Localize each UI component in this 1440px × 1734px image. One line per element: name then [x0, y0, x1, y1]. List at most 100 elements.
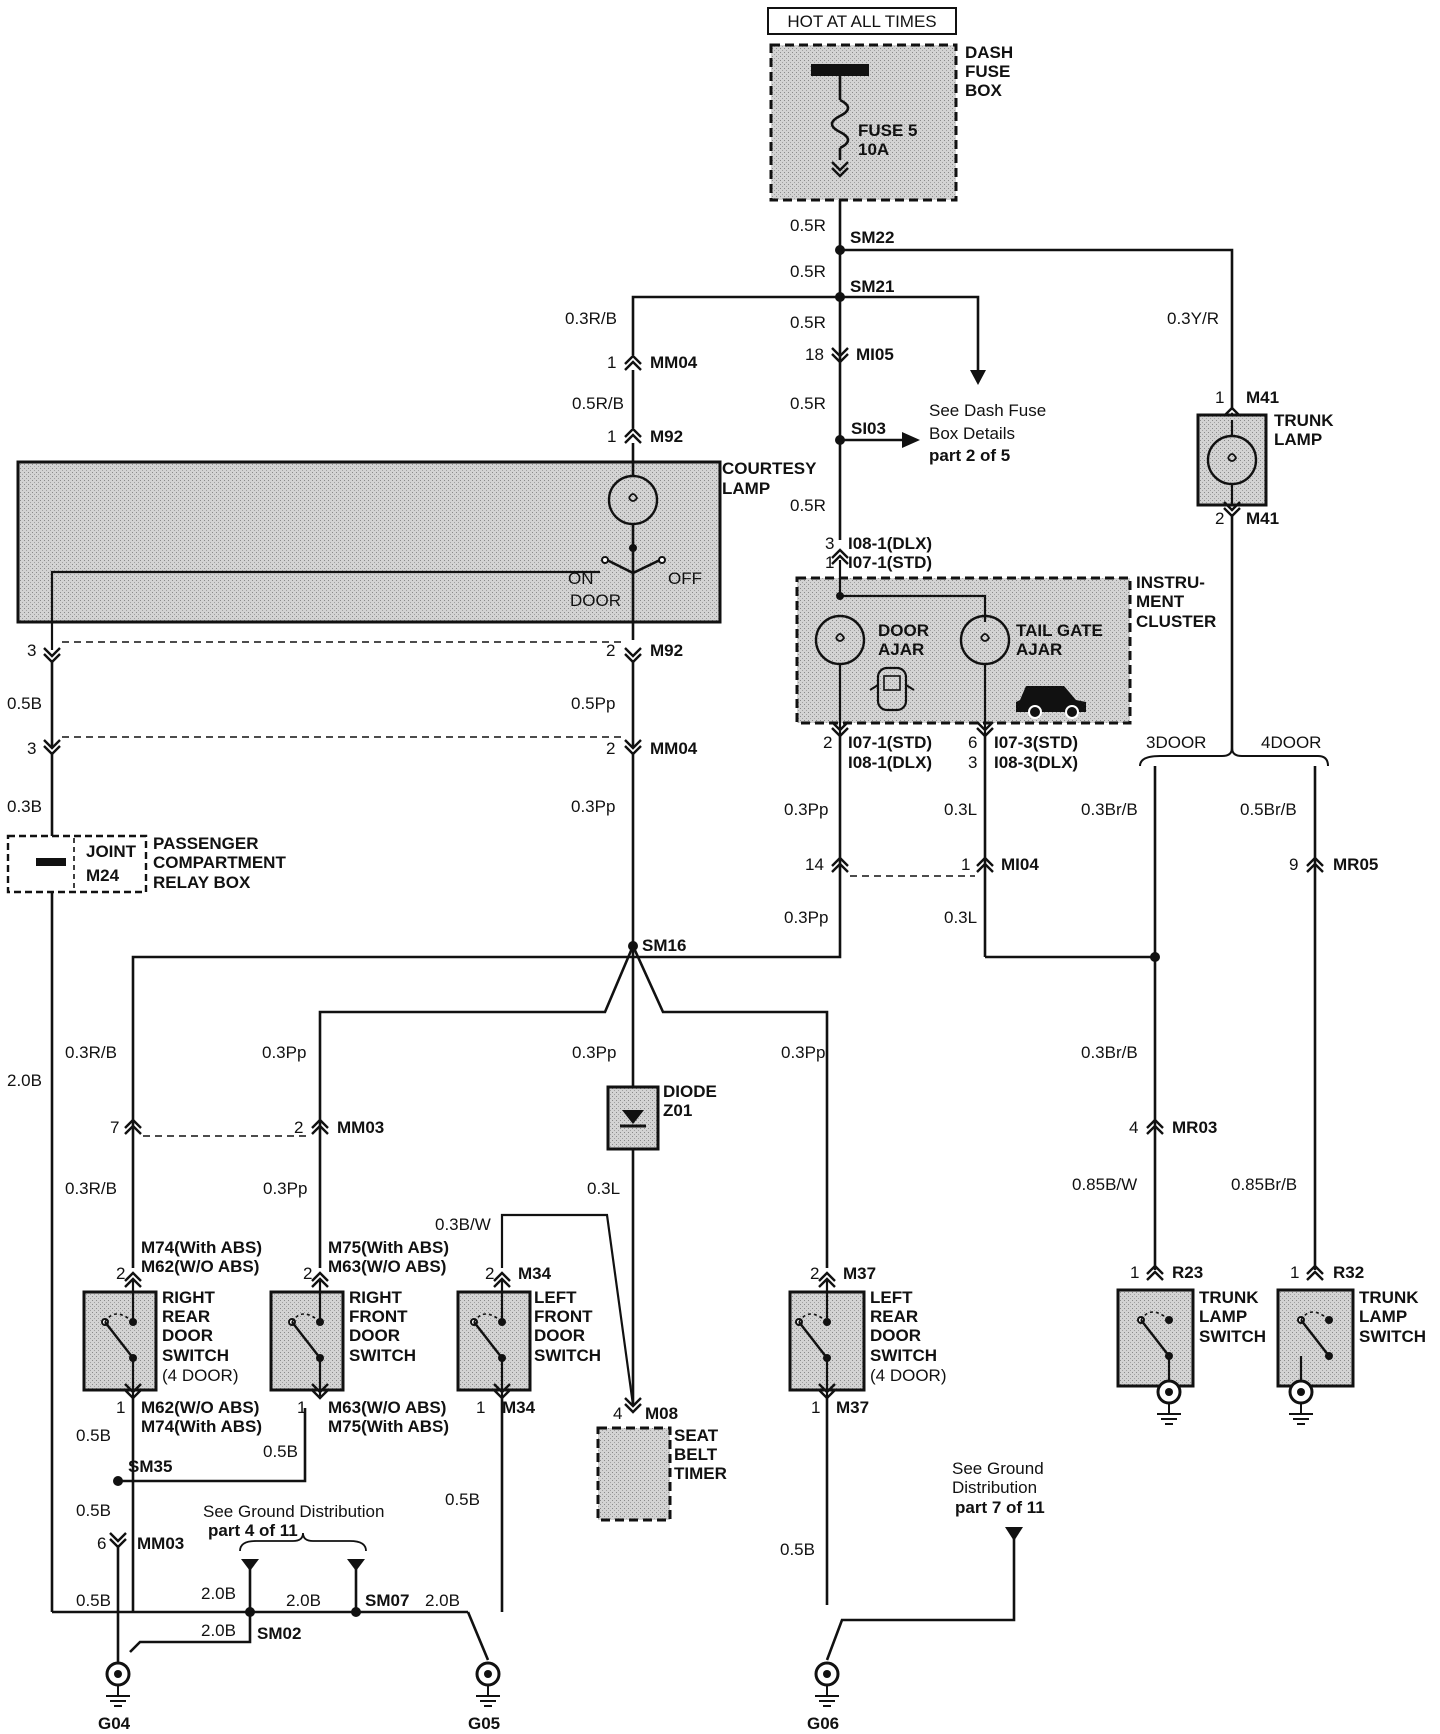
wire-label: 0.3Pp	[571, 797, 615, 816]
rr-switch-label-3: DOOR	[162, 1326, 213, 1345]
wire-label: 0.5R	[790, 496, 826, 515]
connector-m41-top: M41	[1246, 388, 1279, 407]
wire-label: 0.3B	[7, 797, 42, 816]
variant-3door: 3DOOR	[1146, 733, 1206, 752]
seat-belt-timer-label-1: SEAT	[674, 1426, 719, 1445]
connector-m75-top: M75(With ABS)	[328, 1238, 449, 1257]
connector-mi04: MI04	[1001, 855, 1039, 874]
pin-label: 1	[961, 855, 970, 874]
trunk-switch-label-a1: TRUNK	[1199, 1288, 1259, 1307]
pin-label: 1	[297, 1398, 306, 1417]
wire-label: 2.0B	[201, 1621, 236, 1640]
connector-m74-top: M74(With ABS)	[141, 1238, 262, 1257]
wire-label: 0.85Br/B	[1231, 1175, 1297, 1194]
lr-switch-label-4: SWITCH	[870, 1346, 937, 1365]
wire-label: 0.3Br/B	[1081, 800, 1138, 819]
wire-label: 0.5B	[445, 1490, 480, 1509]
rf-switch-label-4: SWITCH	[349, 1346, 416, 1365]
pin-label: 6	[968, 733, 977, 752]
pin-label: 2	[1215, 509, 1224, 528]
connector-m63-bottom: M63(W/O ABS)	[328, 1398, 446, 1417]
ground-g04-label: G04	[98, 1714, 131, 1733]
pin-label: 2	[485, 1264, 494, 1283]
pin-label: 2	[823, 733, 832, 752]
connector-mr05: MR05	[1333, 855, 1378, 874]
connector-m92-top: M92	[650, 427, 683, 446]
wire-label: 0.5B	[7, 694, 42, 713]
wire-label: 0.3R/B	[565, 309, 617, 328]
ground-ref-arrow-c	[1005, 1527, 1023, 1541]
wire-label: 2.0B	[201, 1584, 236, 1603]
dash-fuse-ref-part: part 2 of 5	[929, 446, 1010, 465]
fuse-busbar	[811, 64, 869, 76]
pin-label: 1	[116, 1398, 125, 1417]
pin-label: 3	[968, 753, 977, 772]
wire-label: 0.5Br/B	[1240, 800, 1297, 819]
connector-m62-top: M62(W/O ABS)	[141, 1257, 259, 1276]
courtesy-lamp-on-label: ON	[568, 569, 594, 588]
wire-label: 0.3Pp	[781, 1043, 825, 1062]
ground-g06-icon	[813, 1661, 841, 1708]
trunk-lamp-label-1: TRUNK	[1274, 411, 1334, 430]
dash-fuse-box-label-2: FUSE	[965, 62, 1010, 81]
arrow-dash-fuse	[970, 370, 986, 385]
wire-label: 2.0B	[7, 1071, 42, 1090]
dash-fuse-ref-2: Box Details	[929, 424, 1015, 443]
seat-belt-timer-label-3: TIMER	[674, 1464, 727, 1483]
wire-label: 0.5B	[263, 1442, 298, 1461]
diode-label-1: DIODE	[663, 1082, 717, 1101]
courtesy-lamp-off-label: OFF	[668, 569, 702, 588]
wire-label: 0.3R/B	[65, 1179, 117, 1198]
car-icon	[1016, 686, 1086, 719]
lf-switch-label-2: FRONT	[534, 1307, 593, 1326]
pin-label: 14	[805, 855, 824, 874]
variant-4door: 4DOOR	[1261, 733, 1321, 752]
connector-m37-bottom: M37	[836, 1398, 869, 1417]
ground-ref-arrow-b	[347, 1559, 365, 1571]
rf-switch-label-1: RIGHT	[349, 1288, 403, 1307]
dash-fuse-ref-1: See Dash Fuse	[929, 401, 1046, 420]
pin-label: 2	[606, 641, 615, 660]
relay-box-label-3: RELAY BOX	[153, 873, 251, 892]
wire-label: 0.5B	[76, 1501, 111, 1520]
pin-label: 1	[607, 427, 616, 446]
lr-switch-label-3: DOOR	[870, 1326, 921, 1345]
connector-mr03: MR03	[1172, 1118, 1217, 1137]
hot-at-all-times-label: HOT AT ALL TIMES	[787, 12, 936, 31]
arrow-si03	[902, 432, 920, 448]
splice-si03-label: SI03	[851, 419, 886, 438]
wire-label: 0.5R	[790, 216, 826, 235]
wire-label: 0.3Y/R	[1167, 309, 1219, 328]
wire-label: 0.85B/W	[1072, 1175, 1137, 1194]
cluster-label-2: MENT	[1136, 592, 1185, 611]
trunk-switch-label-b1: TRUNK	[1359, 1288, 1419, 1307]
ground-dist-ref-b-2: Distribution	[952, 1478, 1037, 1497]
courtesy-lamp-label-2: LAMP	[722, 479, 770, 498]
variant-brace	[1139, 747, 1329, 767]
rr-switch-label-5: (4 DOOR)	[162, 1366, 239, 1385]
ground-ref-arrow-a	[241, 1559, 259, 1571]
relay-box-label-1: PASSENGER	[153, 834, 259, 853]
wire-label: 0.3Pp	[572, 1043, 616, 1062]
trunk-switch-label-b2: LAMP	[1359, 1307, 1407, 1326]
wire-label: 0.3Br/B	[1081, 1043, 1138, 1062]
connector-r23: R23	[1172, 1263, 1203, 1282]
trunk-lamp-label-2: LAMP	[1274, 430, 1322, 449]
lr-switch-label-1: LEFT	[870, 1288, 913, 1307]
wire-label: 0.5R	[790, 394, 826, 413]
pin-label: 6	[97, 1534, 106, 1553]
connector-m92-bottom: M92	[650, 641, 683, 660]
joint-m24-box	[6, 834, 148, 894]
trunk-switch-label-b3: SWITCH	[1359, 1327, 1426, 1346]
pin-label: 1	[825, 553, 834, 572]
wire-label: 2.0B	[286, 1591, 321, 1610]
rr-switch-label-4: SWITCH	[162, 1346, 229, 1365]
connector-i08-1-bottom: I08-1(DLX)	[848, 753, 932, 772]
pin-label: 1	[1290, 1263, 1299, 1282]
pin-label: 3	[27, 641, 36, 660]
pin-label: 2	[303, 1264, 312, 1283]
ground-g06-label: G06	[807, 1714, 839, 1733]
wire-label: 0.3L	[944, 908, 977, 927]
courtesy-lamp-door-label: DOOR	[570, 591, 621, 610]
